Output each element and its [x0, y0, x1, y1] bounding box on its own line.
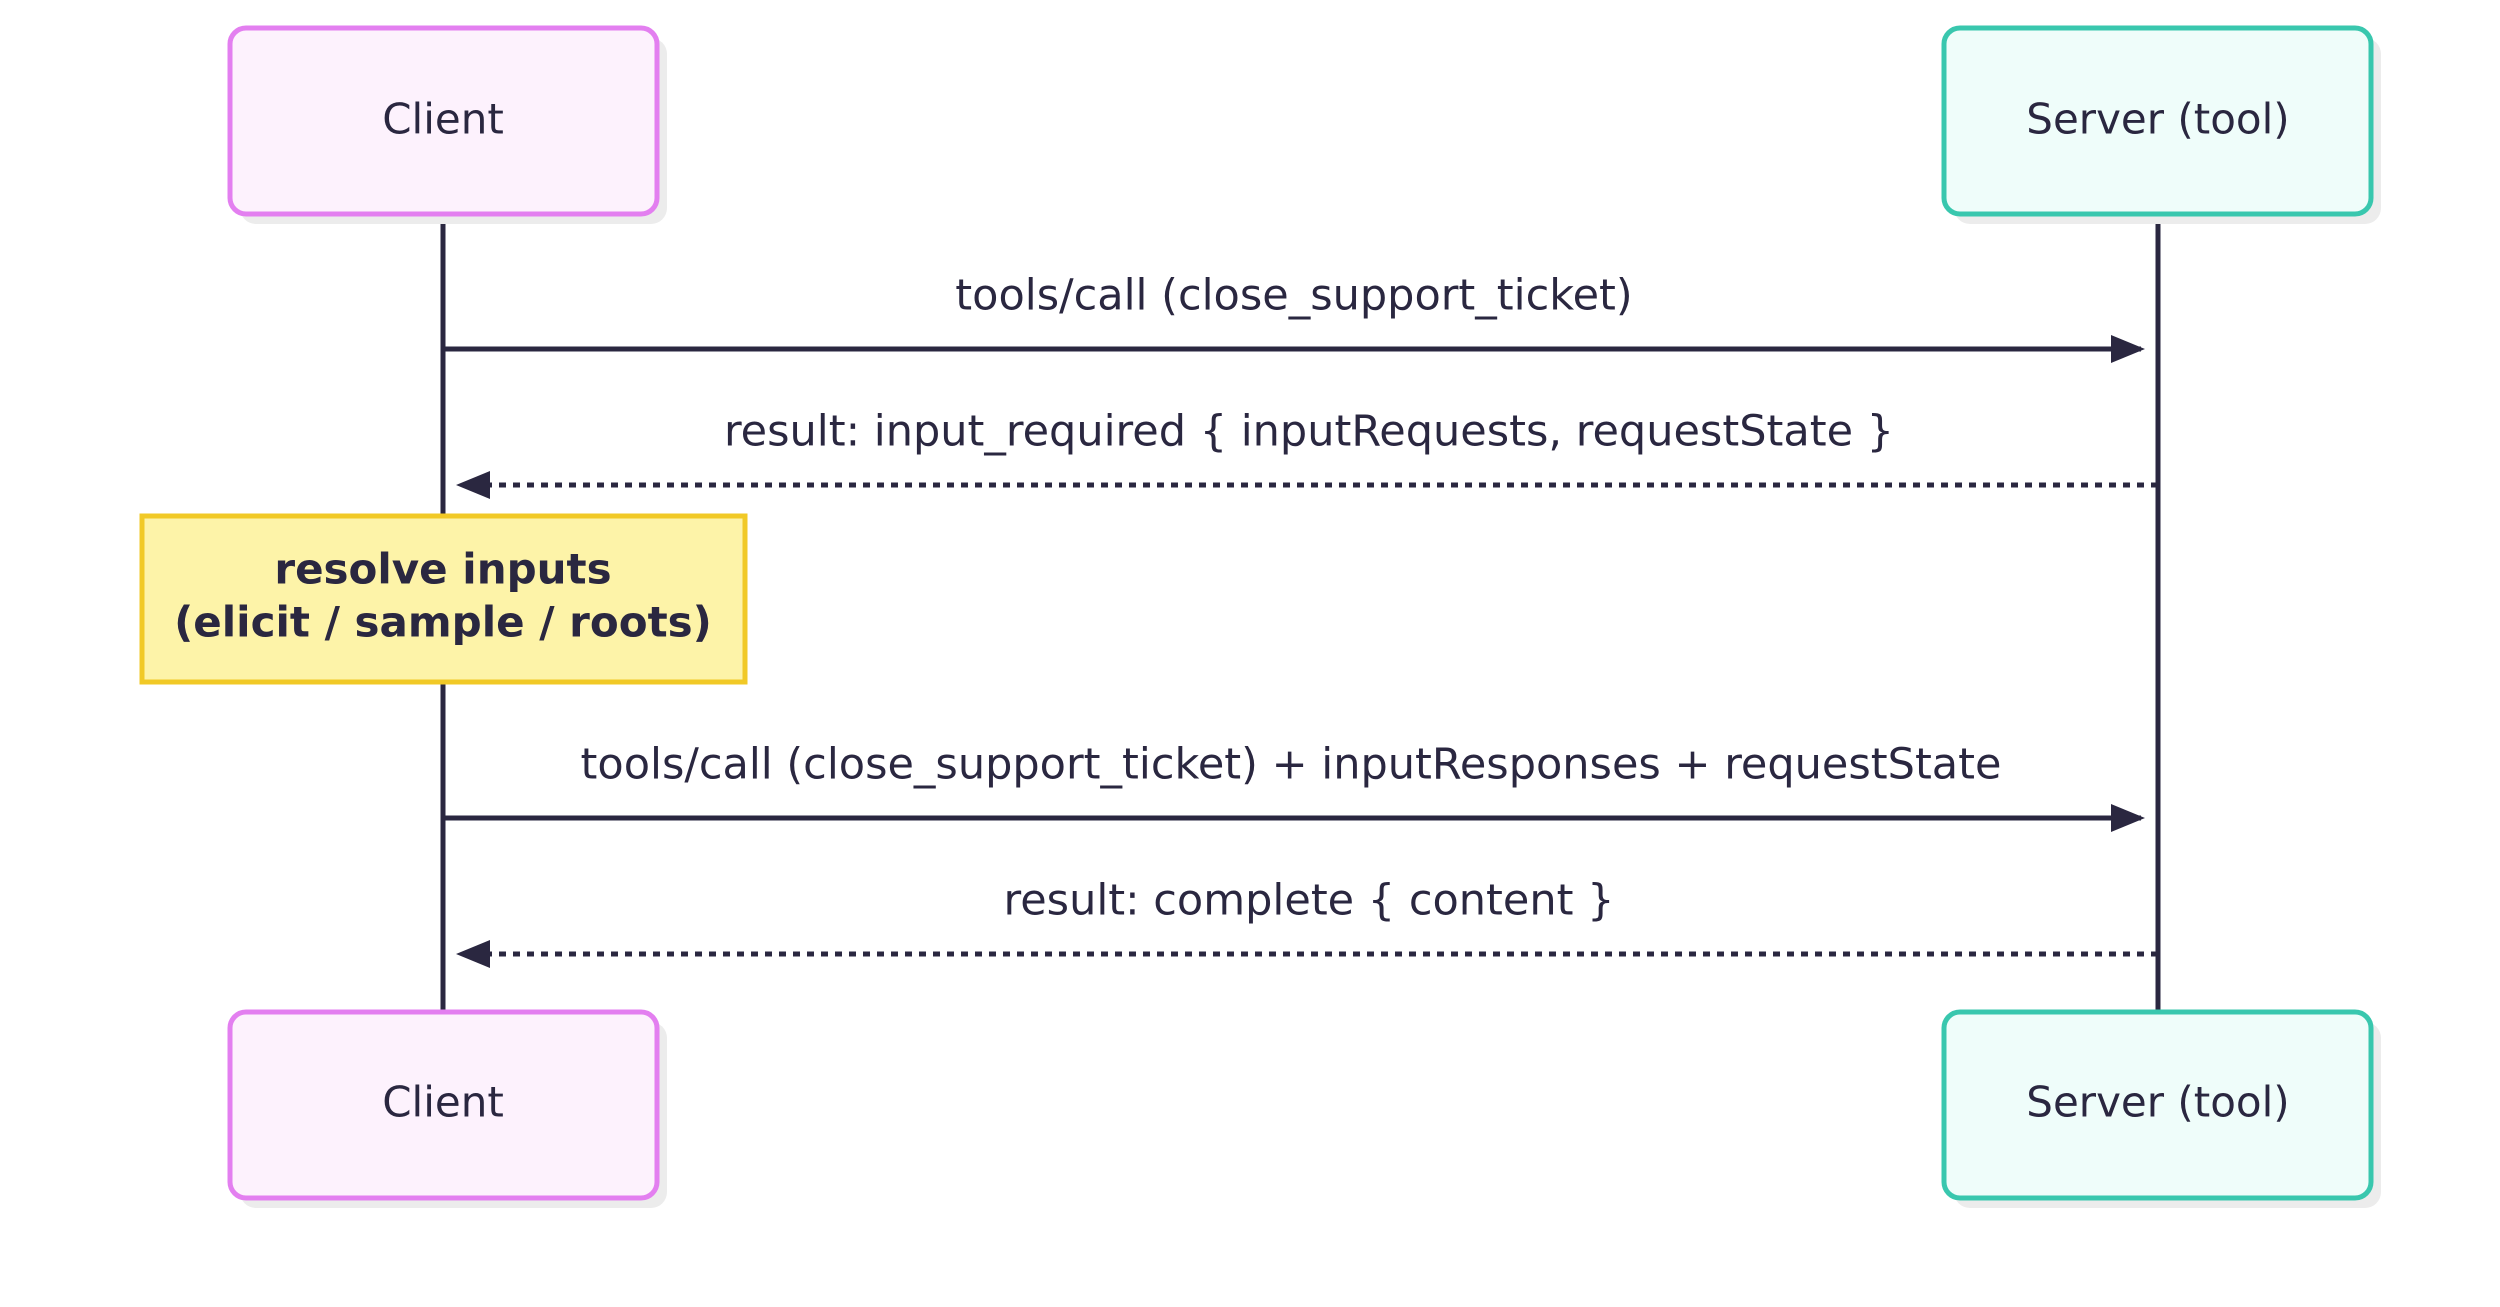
note-box	[139, 513, 748, 685]
participant-box	[1941, 1009, 2374, 1201]
message-label: tools/call (close_support_ticket) + inpu…	[581, 740, 2002, 790]
message-label: tools/call (close_support_ticket)	[955, 271, 1632, 321]
server-label-bottom: Server (tool)	[2026, 1078, 2289, 1127]
note-line-1: resolve inputs	[274, 545, 611, 594]
participant-box	[227, 25, 660, 217]
participant-box	[1941, 25, 2374, 217]
note-line-2: (elicit / sample / roots)	[174, 598, 712, 647]
server-participant-bottom: Server (tool)	[1941, 1009, 2381, 1208]
arrowhead-left	[456, 471, 490, 499]
client-participant-top: Client	[227, 25, 667, 224]
server-participant-top: Server (tool)	[1941, 25, 2381, 224]
server-label-top: Server (tool)	[2026, 95, 2289, 144]
arrowhead-left	[456, 940, 490, 968]
client-participant-bottom: Client	[227, 1009, 667, 1208]
participant-box	[227, 1009, 660, 1201]
message-label: result: input_required { inputRequests, …	[724, 407, 1894, 457]
client-label-top: Client	[382, 95, 504, 144]
arrowhead-right	[2111, 335, 2145, 363]
note-resolve-inputs: resolve inputs (elicit / sample / roots)	[139, 513, 748, 685]
arrowhead-right	[2111, 804, 2145, 832]
client-label-bottom: Client	[382, 1078, 504, 1127]
message-label: result: complete { content }	[1003, 876, 1614, 926]
